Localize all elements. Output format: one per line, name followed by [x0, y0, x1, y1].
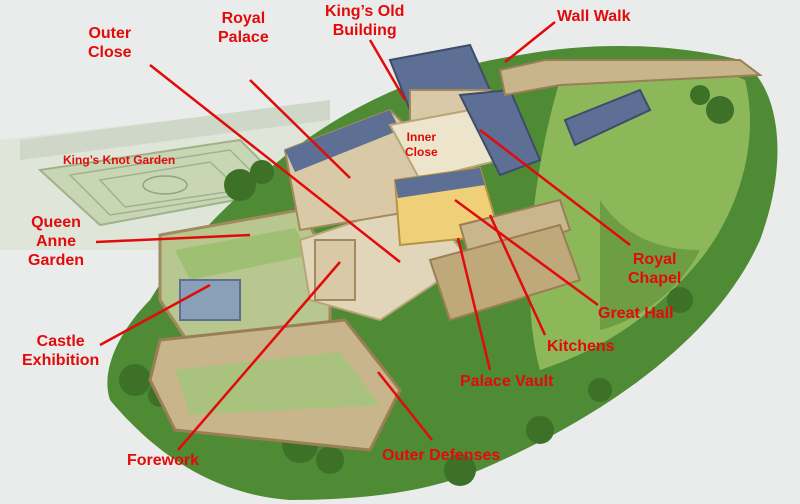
leader-kitchens	[488, 214, 547, 336]
leader-kings-old-building	[368, 39, 407, 101]
distant-road	[20, 100, 330, 160]
outer-defenses-label: Outer Defenses	[382, 447, 501, 464]
royal-palace-roof	[285, 110, 400, 172]
leader-lines	[95, 21, 631, 451]
leader-outer-defenses	[377, 371, 433, 441]
queen-anne-lawn	[175, 228, 310, 280]
outer-close-label: Outer Close	[88, 25, 132, 61]
leader-castle-exhibition	[99, 283, 211, 347]
royal-chapel-label: Royal Chapel	[628, 251, 682, 287]
forework-label: Forework	[127, 452, 200, 469]
royal-palace-label: Royal Palace	[218, 10, 269, 46]
great-hall-roof	[395, 168, 485, 198]
castle-exhibition-building	[179, 279, 241, 321]
great-hall-label: Great Hall	[598, 305, 674, 322]
leader-outer-close	[149, 64, 401, 263]
tree-clusters	[119, 85, 734, 486]
castle-exhibition-label: Castle Exhibition	[22, 333, 100, 369]
leader-queen-anne-garden	[95, 233, 251, 244]
forework-tower	[314, 239, 356, 301]
leader-wall-walk	[504, 21, 556, 63]
palace-vault-walls	[428, 223, 582, 322]
leader-forework	[177, 261, 341, 451]
queen-anne-garden-label: Queen Anne Garden	[28, 214, 85, 269]
leader-royal-palace	[249, 79, 351, 179]
leader-royal-chapel	[479, 129, 631, 246]
royal-chapel-roof	[458, 88, 542, 177]
palace-vault-label: Palace Vault	[460, 373, 554, 390]
wall-walk-label: Wall Walk	[557, 8, 631, 25]
wall-walk-rampart	[498, 59, 763, 97]
lower-slope	[600, 200, 700, 330]
upper-barracks-roof	[563, 88, 652, 147]
leader-great-hall	[454, 198, 599, 307]
kitchens-label: Kitchens	[547, 338, 615, 355]
kings-knot-garden-label: King’s Knot Garden	[63, 153, 176, 167]
inner-close-label: Inner Close	[405, 130, 438, 159]
leader-palace-vault	[456, 237, 492, 371]
forework-lawn	[175, 352, 380, 415]
kings-old-building-label: King’s Old Building	[325, 3, 405, 39]
